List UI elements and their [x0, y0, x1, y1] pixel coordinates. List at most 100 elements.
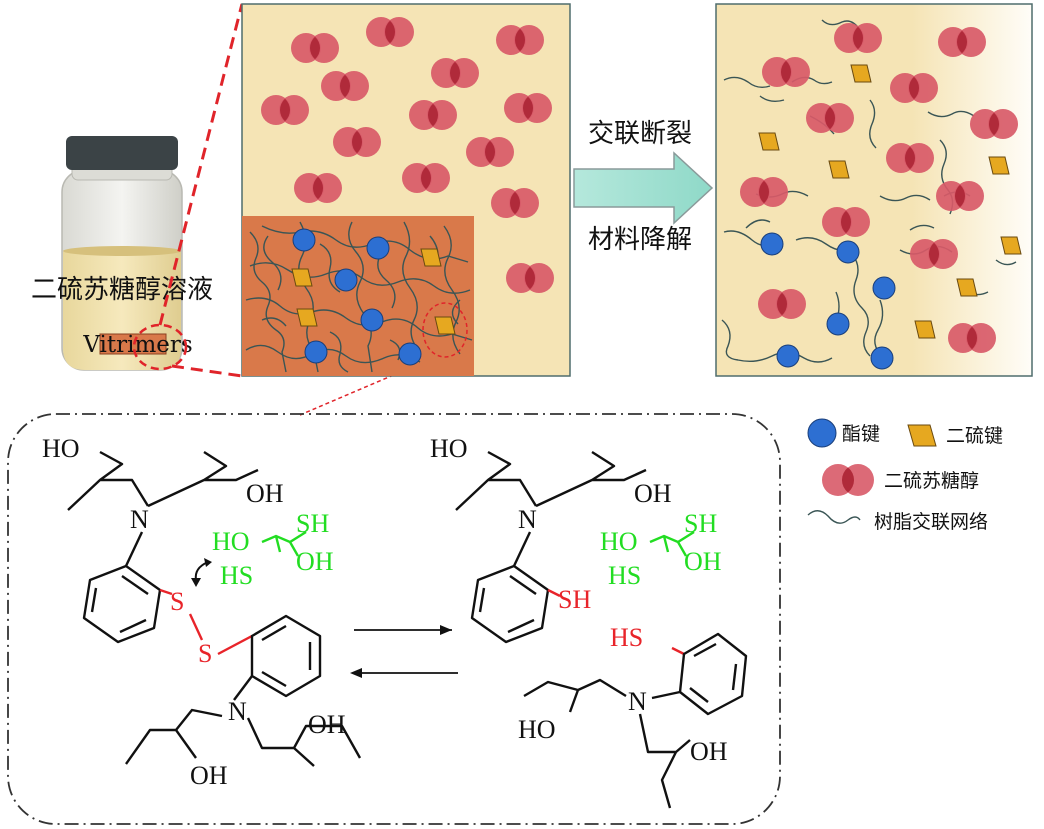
sample-label: Vitrimers: [82, 332, 192, 358]
mechanism-box: [7, 413, 781, 825]
network-fiber: [245, 297, 473, 341]
disulfide-bonds-before: [291, 248, 456, 335]
network-fiber: [909, 224, 935, 231]
n-label-2: N: [228, 697, 247, 726]
hs-label-dtt-2: HS: [608, 561, 641, 590]
ester-bond: [870, 346, 894, 370]
dtt-molecule: [806, 103, 854, 133]
vitrimer-region: [242, 216, 474, 376]
vitrimer-sample: [99, 333, 167, 355]
dtt-structure-2: HO SH HS OH: [600, 509, 722, 590]
oh-label-dtt-1: OH: [296, 547, 334, 576]
n-label-3: N: [518, 505, 537, 534]
disulfide-bonds-after: [758, 64, 1022, 339]
panel-after: [715, 3, 1033, 377]
disulfide-bond: [850, 64, 872, 83]
disulfide-bond: [988, 156, 1010, 175]
dtt-molecule: [491, 188, 539, 218]
network-fiber: [389, 339, 401, 361]
network-fiber: [249, 262, 471, 294]
ho-label-dtt-2: HO: [600, 527, 638, 556]
dtt-molecule: [366, 17, 414, 47]
zoom-circle-bond: [422, 302, 468, 358]
dtt-molecule: [834, 23, 882, 53]
legend-network-symbol: [807, 510, 861, 524]
dtt-molecule: [409, 100, 457, 130]
network-fiber: [759, 95, 785, 103]
dtt-molecule: [822, 207, 870, 237]
network-fiber: [995, 259, 1017, 266]
hs-label-product-2: HS: [610, 623, 643, 652]
dtt-structure-1: HO SH HS OH: [212, 509, 334, 590]
dtt-molecule: [294, 173, 342, 203]
network-fiber: [723, 76, 771, 89]
sh-label-dtt-1: SH: [296, 509, 329, 538]
dtt-molecule: [291, 33, 339, 63]
legend: 酯键 二硫键 二硫苏糖醇 树脂交联网络: [807, 418, 1003, 533]
zoom-circle-jar: [132, 323, 188, 371]
dtt-molecule: [890, 73, 938, 103]
network-fiber: [261, 317, 287, 327]
arrow-label-top: 交联断裂: [588, 119, 692, 149]
network-fiber: [245, 344, 421, 364]
ester-bond: [776, 344, 800, 368]
equilibrium-arrows: [350, 625, 458, 678]
disulfide-bond: [956, 278, 978, 297]
network-fiber: [745, 219, 771, 229]
network-fiber: [319, 243, 341, 293]
network-fiber: [402, 221, 421, 353]
dtt-molecule: [910, 239, 958, 269]
disulfide-bond: [434, 316, 456, 335]
disulfide-bond: [291, 268, 313, 287]
network-fiber: [451, 299, 461, 325]
reagent-jar: 二硫苏糖醇溶液 Vitrimers: [31, 136, 213, 371]
disulfide-bond: [758, 132, 780, 151]
ho-label-dtt-1: HO: [212, 527, 250, 556]
network-fiber: [849, 251, 871, 357]
dtt-molecule: [504, 93, 552, 123]
network-fiber: [721, 319, 739, 361]
dtt-molecules-before: [261, 17, 554, 293]
solution-label: 二硫苏糖醇溶液: [31, 275, 213, 305]
dtt-molecule: [970, 109, 1018, 139]
dtt-molecule: [466, 137, 514, 167]
ester-bond: [366, 236, 390, 260]
sh-label-product-1: SH: [558, 585, 591, 614]
network-fiber: [263, 235, 282, 291]
dtt-molecule: [740, 177, 788, 207]
ho-label-4: HO: [430, 434, 468, 463]
ester-bond: [760, 232, 784, 256]
dtt-molecule: [431, 58, 479, 88]
dtt-molecule: [261, 95, 309, 125]
ester-bond: [292, 228, 316, 252]
network-fiber: [879, 194, 931, 202]
dtt-molecule: [938, 27, 986, 57]
dtt-molecule: [496, 25, 544, 55]
oh-label-2: OH: [308, 710, 346, 739]
arrow-label-bottom: 材料降解: [588, 225, 692, 255]
dtt-molecule: [321, 71, 369, 101]
network-fiber: [377, 251, 396, 309]
legend-disulfide-label: 二硫键: [946, 425, 1003, 447]
s-label-1: S: [170, 587, 184, 616]
disulfide-bond: [828, 160, 850, 179]
ester-bonds-before: [292, 228, 422, 366]
dtt-molecules-after: [740, 23, 1018, 353]
network-fiber: [869, 99, 877, 149]
sh-label-dtt-2: SH: [684, 509, 717, 538]
n-label-1: N: [130, 505, 149, 534]
oh-label-5: OH: [690, 737, 728, 766]
arrow-shape: [573, 151, 714, 225]
legend-dtt-symbol: [822, 464, 874, 496]
legend-dtt-label: 二硫苏糖醇: [884, 470, 979, 492]
ester-bond: [398, 342, 422, 366]
s-label-2: S: [198, 639, 212, 668]
dtt-molecule: [758, 289, 806, 319]
oh-label-1: OH: [246, 479, 284, 508]
dtt-molecule: [948, 323, 996, 353]
ester-bond: [826, 312, 850, 336]
dtt-molecule: [333, 127, 381, 157]
dtt-molecule: [402, 163, 450, 193]
dtt-molecule: [936, 181, 984, 211]
